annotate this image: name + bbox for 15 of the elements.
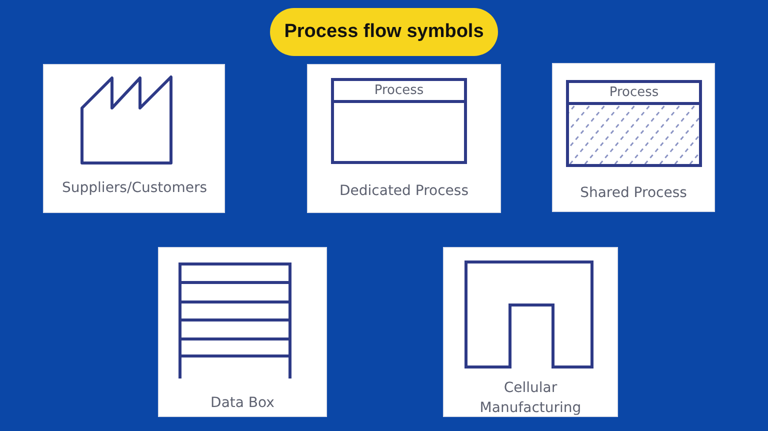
symbol-caption: Dedicated Process — [338, 182, 470, 201]
symbol-card — [552, 63, 715, 212]
symbol-card — [43, 64, 225, 213]
process-box — [566, 80, 702, 167]
symbol-card — [158, 247, 327, 417]
box-header: Process — [569, 83, 699, 105]
symbol-caption: Shared Process — [579, 184, 688, 203]
process-box — [331, 78, 467, 164]
symbol-caption: Suppliers/Customers — [62, 179, 206, 198]
box-header: Process — [334, 81, 464, 103]
symbol-caption: Data Box — [210, 394, 276, 413]
symbol-card — [443, 247, 618, 417]
title-pill: Process flow symbols — [270, 8, 498, 56]
symbol-card — [307, 64, 501, 213]
symbol-caption: Cellular Manufacturing — [478, 379, 582, 418]
